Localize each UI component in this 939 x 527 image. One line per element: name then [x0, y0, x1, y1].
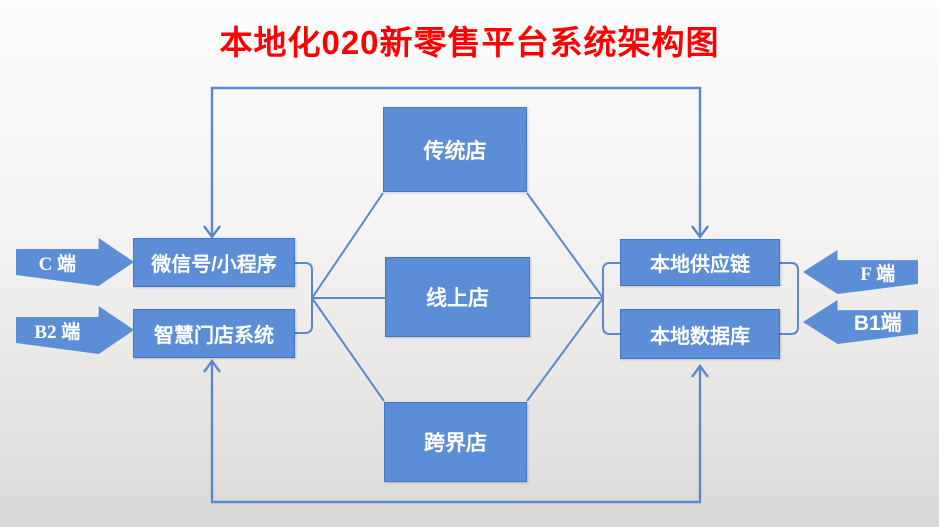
left-bracket [295, 192, 385, 402]
block-arrow-f-end: F 端 [803, 250, 918, 294]
node-label: 微信号/小程序 [151, 254, 277, 276]
node-label: 线上店 [426, 287, 489, 310]
node-label: 跨界店 [424, 432, 487, 455]
block-arrow-c-end: C 端 [16, 238, 134, 286]
node-local-database: 本地数据库 [620, 309, 780, 359]
diagram-title: 本地化020新零售平台系统架构图 [219, 24, 720, 61]
fan-line [311, 192, 384, 299]
node-label: 传统店 [423, 139, 487, 163]
arrow-label: F 端 [860, 263, 896, 285]
node-wechat-miniprogram: 微信号/小程序 [133, 238, 295, 287]
block-arrow-b1-end: B1端 [803, 300, 918, 344]
right-outer-bracket [780, 262, 799, 335]
fan-line [526, 297, 604, 402]
arrow-label: B1端 [853, 312, 902, 335]
node-online-store: 线上店 [385, 257, 530, 337]
node-label: 本地供应链 [650, 254, 750, 276]
node-smart-store-system: 智慧门店系统 [133, 309, 295, 358]
arrow-label: C 端 [38, 253, 77, 275]
node-crossover-store: 跨界店 [384, 402, 527, 482]
arrow-label: B2 端 [34, 321, 81, 343]
arrowhead-down-icon [203, 225, 221, 240]
block-arrow-b2-end: B2 端 [16, 306, 134, 354]
fan-line [311, 297, 385, 402]
node-local-supply-chain: 本地供应链 [620, 239, 780, 286]
arrowhead-down-icon [691, 225, 709, 240]
node-traditional-store: 传统店 [383, 107, 527, 192]
right-bracket [526, 192, 620, 402]
node-label: 本地数据库 [650, 325, 750, 348]
node-label: 智慧门店系统 [154, 325, 274, 347]
arrowhead-up-icon [691, 363, 709, 378]
arrowhead-up-icon [203, 358, 221, 373]
fan-line [526, 192, 604, 299]
